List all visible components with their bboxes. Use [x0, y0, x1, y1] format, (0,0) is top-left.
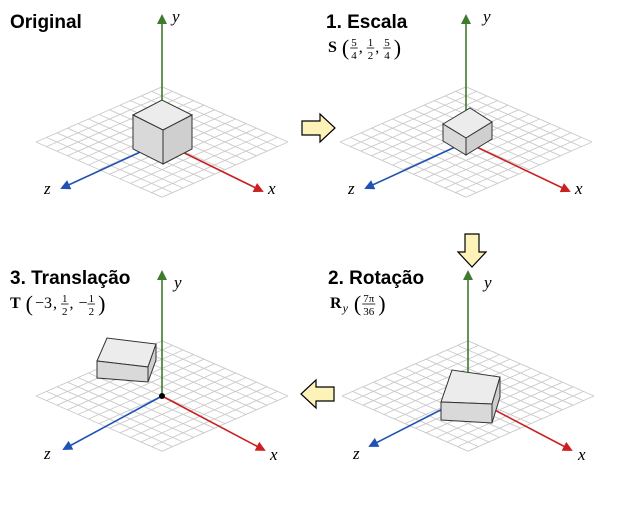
x-axis-escala	[465, 141, 571, 193]
formula-operator: T	[10, 295, 21, 312]
grid-line	[46, 390, 173, 448]
y-axis-label-original: y	[170, 7, 180, 26]
panel-escala: y x z 1. Escala S(54,12,54)	[326, 7, 593, 198]
panel-title-translacao: 3. Translação	[10, 268, 130, 289]
formula-comma: ,	[375, 39, 379, 56]
grid-line	[77, 377, 205, 434]
z-axis-label-escala: z	[347, 179, 355, 198]
block-arrow-icon	[456, 233, 488, 268]
panel-title-escala: 1. Escala	[326, 12, 408, 33]
formula-numerator: 5	[384, 37, 390, 49]
grid-line	[352, 390, 479, 448]
x-axis-label-original: x	[267, 179, 276, 198]
z-axis-label-rotacao: z	[352, 444, 360, 463]
formula-minus: −	[79, 295, 88, 312]
box-rotacao	[440, 369, 501, 424]
formula-numerator: 1	[62, 293, 68, 305]
grid-line	[46, 136, 173, 194]
grid-line	[67, 381, 194, 438]
z-axis-label-translacao: z	[43, 444, 51, 463]
formula-numerator: 7π	[363, 293, 375, 305]
grid-line	[350, 136, 477, 194]
formula-denominator: 2	[368, 50, 374, 62]
formula-denominator: 2	[89, 306, 95, 318]
x-axis-label-translacao: x	[269, 445, 278, 464]
grid-line	[161, 86, 289, 143]
grid-line	[373, 381, 500, 438]
x-axis-label-rotacao: x	[577, 445, 586, 464]
grid-line	[457, 344, 584, 402]
formula-denominator: 4	[384, 50, 390, 62]
formula-comma: ,	[359, 39, 363, 56]
panel-translacao: y x z 3. Translação T(−3,12,−12)	[10, 268, 289, 464]
grid-line	[339, 141, 467, 198]
grid-line	[360, 132, 488, 189]
panel-original: y x z Original	[10, 7, 289, 198]
y-axis-label-escala: y	[481, 7, 491, 26]
formula-numerator: 1	[89, 293, 95, 305]
y-axis-label-translacao: y	[172, 273, 182, 292]
z-axis-label-original: z	[43, 179, 51, 198]
grid-line	[56, 132, 184, 189]
grid-line	[465, 86, 593, 143]
y-axis-label-rotacao: y	[482, 273, 492, 292]
formula-operator: R	[330, 295, 342, 312]
grid-line	[362, 386, 490, 443]
block-arrow-icon	[300, 378, 335, 410]
box-translacao	[96, 337, 157, 383]
block-arrow-icon	[301, 112, 336, 144]
formula-numerator: 1	[368, 37, 374, 49]
formula-denominator: 4	[351, 50, 357, 62]
formula-paren: (	[26, 291, 33, 316]
z-axis-escala	[364, 141, 467, 190]
grid-line	[56, 386, 184, 443]
panel-title-original: Original	[10, 12, 82, 33]
formula-escala: S(54,12,54)	[328, 35, 401, 62]
formula-paren: (	[354, 291, 361, 316]
formula-numerator: 5	[351, 37, 357, 49]
grid-line	[341, 395, 469, 452]
x-axis-label-escala: x	[574, 179, 583, 198]
grid-line	[35, 395, 163, 452]
formula-subscript: y	[342, 301, 349, 315]
formula-operator: S	[328, 39, 337, 56]
grid-line	[88, 372, 215, 429]
formula-paren: (	[342, 35, 349, 60]
formula-denominator: 2	[62, 306, 68, 318]
grid-line	[434, 100, 561, 157]
box-escala	[442, 107, 493, 156]
panel-title-rotacao: 2. Rotação	[328, 268, 424, 289]
grid-line	[161, 340, 289, 397]
formula-paren: )	[394, 35, 401, 60]
grid-line	[151, 344, 278, 402]
grid-line	[467, 340, 595, 397]
grid-line	[455, 90, 582, 148]
formula-comma: ,	[70, 295, 74, 312]
z-axis-translacao	[62, 395, 163, 450]
formula-paren: )	[98, 291, 105, 316]
formula-comma: ,	[53, 295, 57, 312]
formula-paren: )	[378, 291, 385, 316]
cube-original	[131, 99, 194, 165]
origin-dot-icon	[159, 393, 165, 399]
formula-translacao: T(−3,12,−12)	[10, 291, 105, 318]
formula-denominator: 36	[363, 306, 375, 318]
formula-term: −3	[35, 295, 52, 312]
grid-line	[151, 90, 278, 148]
grid-line	[35, 141, 163, 198]
x-axis-translacao	[161, 395, 266, 451]
